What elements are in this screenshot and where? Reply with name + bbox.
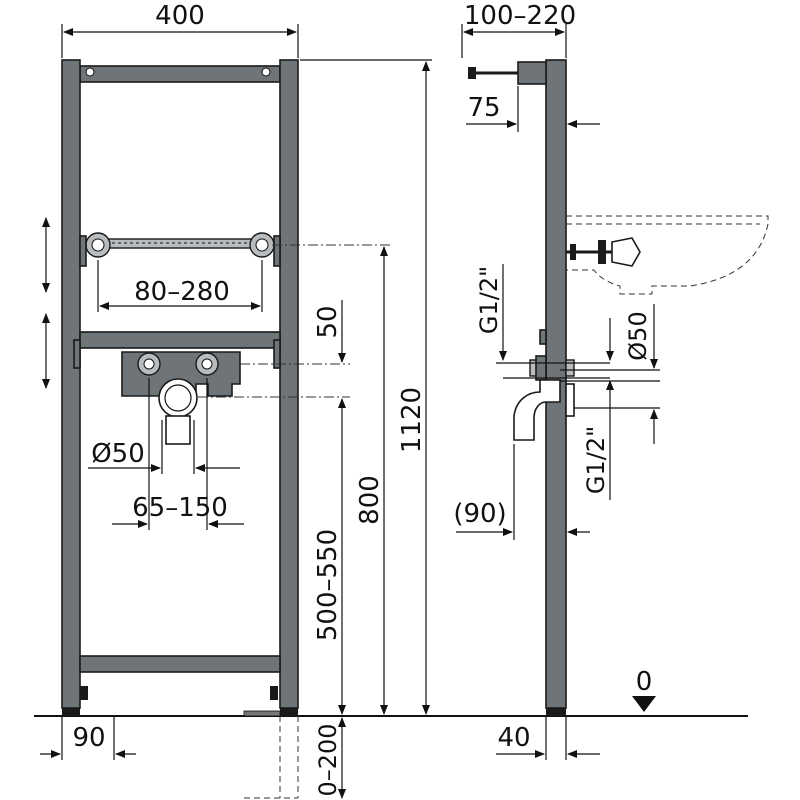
- drain-pipe: [165, 415, 191, 445]
- foot-adjuster-right: [270, 686, 278, 700]
- dim-drain-height: 500–550: [313, 529, 343, 641]
- bottom-crossbar: [79, 655, 281, 673]
- side-bracket-left: [73, 339, 81, 369]
- washbasin-outline: [566, 215, 769, 295]
- basin-bolt-icon: [598, 240, 606, 264]
- dim-total-height: 1120: [397, 387, 427, 453]
- rail-clamp-left: [79, 235, 87, 267]
- rail-clamp-right: [273, 235, 281, 267]
- dim-connection-drop: 50: [313, 305, 343, 338]
- basin-bolt-cap-icon: [611, 237, 641, 267]
- drain-elbow: [513, 379, 561, 441]
- floor-level-label: 0: [636, 667, 653, 697]
- front-view: 400 80–280 Ø50 65–150 50 500–550 800: [40, 1, 432, 799]
- foot-adjuster-left: [80, 686, 88, 700]
- dim-rail-span: 80–280: [134, 277, 230, 307]
- foot-left: [62, 708, 80, 716]
- foot-right: [280, 708, 298, 716]
- dim-foot-adjustment: 0–200: [314, 723, 342, 796]
- dim-rail-height: 800: [355, 475, 385, 525]
- left-upright: [61, 59, 81, 709]
- dim-offset: 75: [467, 93, 500, 123]
- dim-thread-upper: G1/2": [475, 266, 503, 334]
- dim-side-foot: 40: [497, 723, 530, 753]
- dim-width: 400: [155, 1, 205, 31]
- wall-anchor-icon: [468, 67, 476, 79]
- side-bracket-right: [273, 339, 281, 369]
- dim-drain-diameter: Ø50: [91, 439, 145, 469]
- dim-thread-lower: G1/2": [582, 426, 610, 494]
- bolt-icon: [261, 67, 271, 77]
- middle-crossbar: [79, 331, 281, 349]
- dim-connection-spacing: 65–150: [132, 493, 228, 523]
- wall-bracket: [517, 61, 547, 85]
- dim-depth: 100–220: [464, 1, 576, 31]
- dim-foot-width: 90: [72, 723, 105, 753]
- dim-bend: (90): [453, 499, 506, 529]
- bolt-icon: [85, 67, 95, 77]
- side-foot: [546, 708, 566, 716]
- top-crossbar: [79, 65, 281, 83]
- floor-level-marker-icon: [632, 696, 656, 712]
- dim-side-drain-diameter: Ø50: [624, 311, 652, 360]
- side-view: 100–220 75 G1/2" Ø50: [453, 1, 769, 760]
- right-upright: [279, 59, 299, 709]
